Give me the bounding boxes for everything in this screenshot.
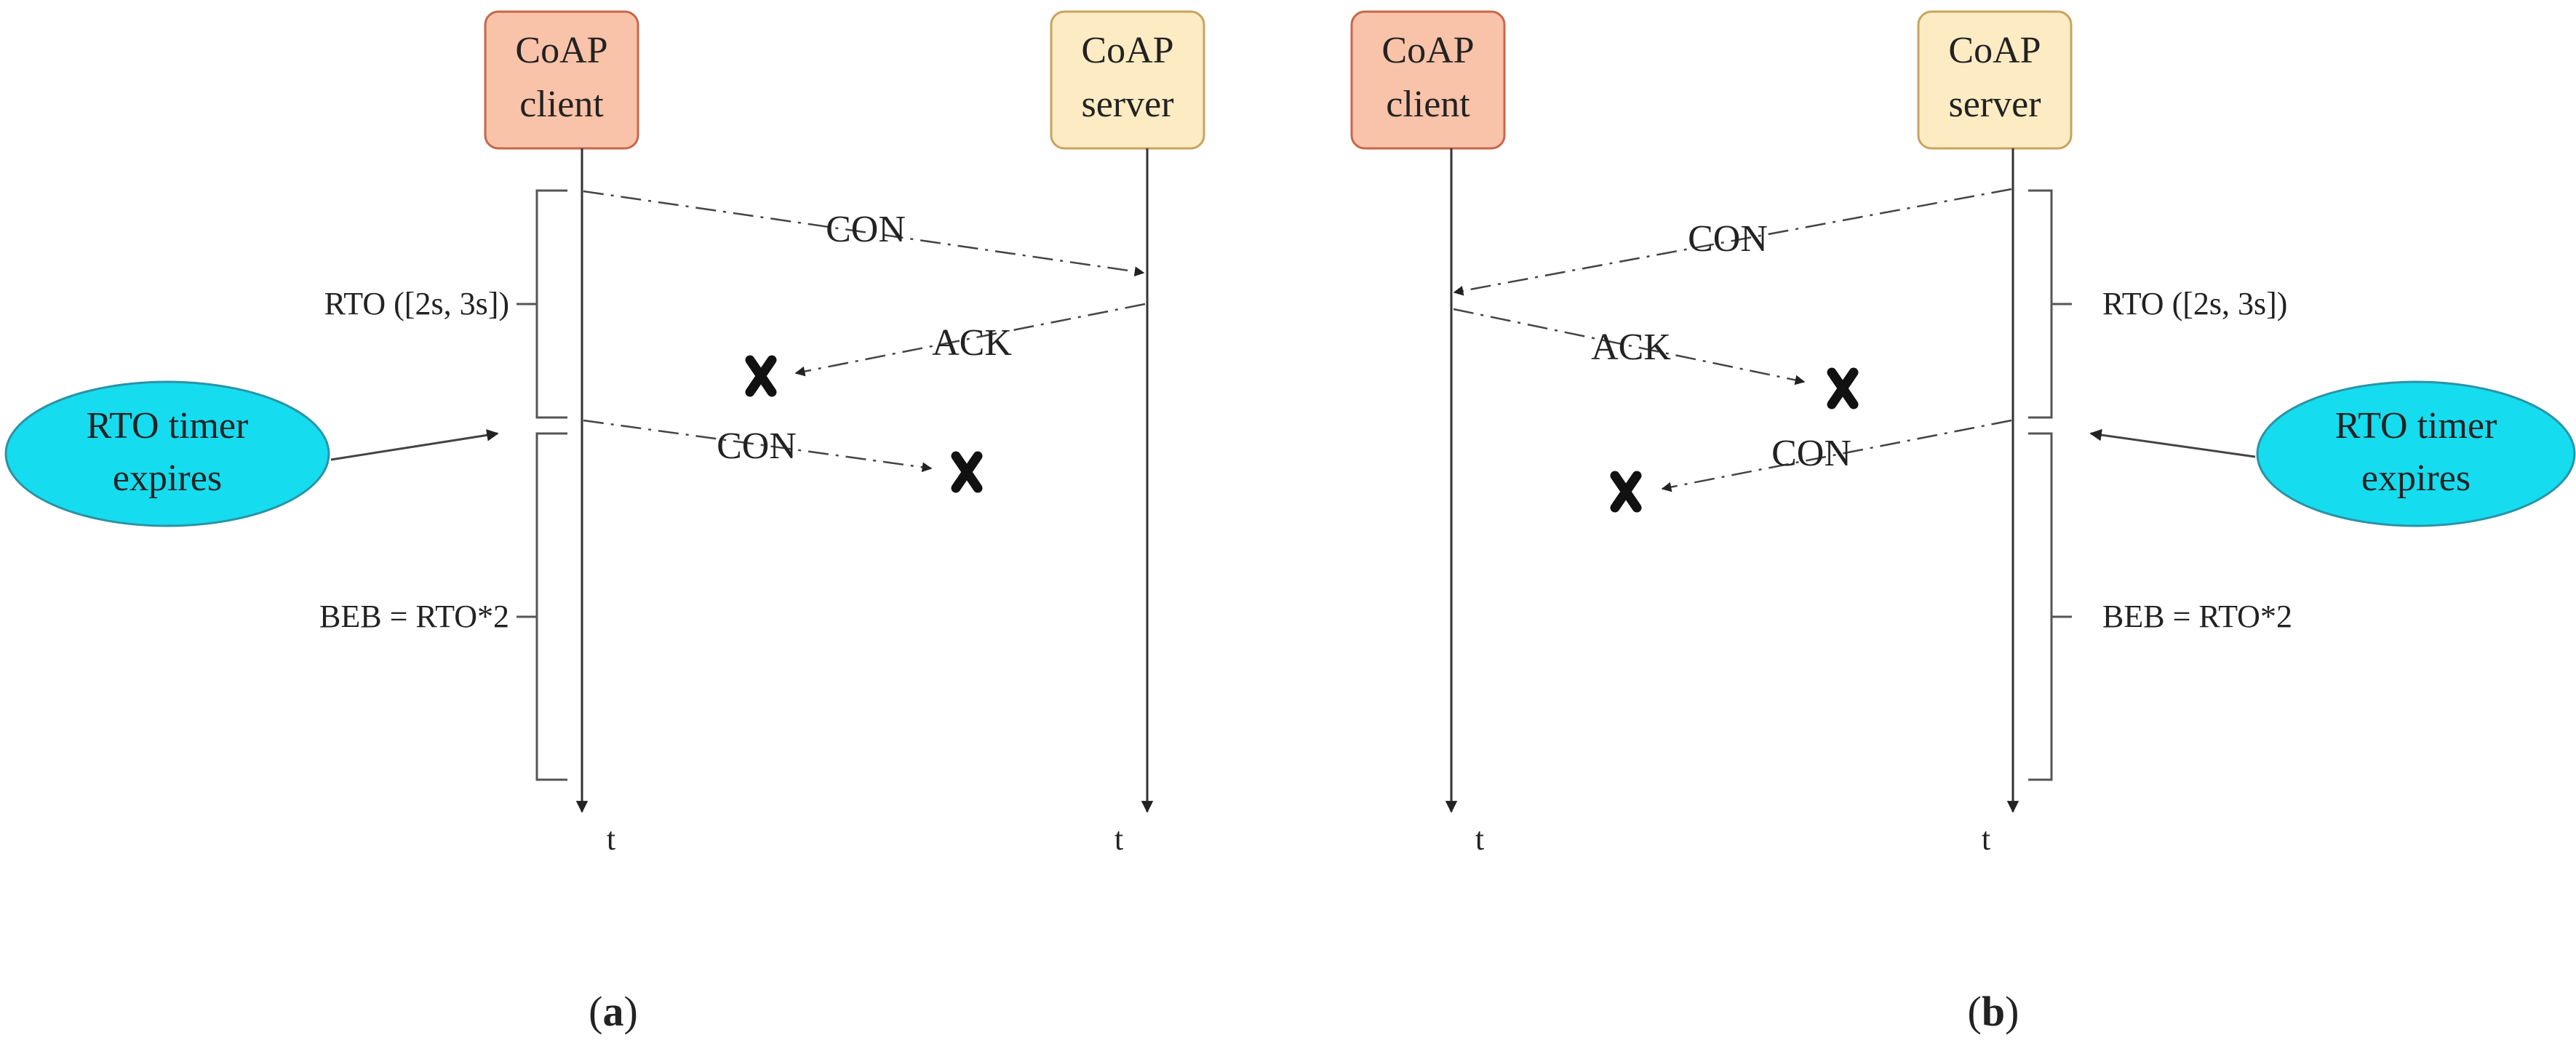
client-label-a-line1: CoAP bbox=[515, 30, 607, 71]
client-label-b-line2: client bbox=[1386, 84, 1470, 125]
con-label-b-2: CON bbox=[1771, 433, 1851, 474]
caption-b: (b) bbox=[1968, 988, 2019, 1035]
ack-label-a: ACK bbox=[932, 322, 1012, 364]
rto-timer-pointer-b bbox=[2089, 428, 2256, 458]
server-label-a-line2: server bbox=[1081, 84, 1173, 125]
server-box-b bbox=[1917, 10, 2073, 150]
rto-timer-label-a-line2: expires bbox=[113, 457, 222, 499]
client-box-b bbox=[1350, 10, 1506, 150]
beb-bracket-a bbox=[535, 432, 567, 781]
con-label-b-1: CON bbox=[1688, 218, 1768, 260]
rto-timer-callout-b bbox=[2256, 380, 2576, 527]
rto-timer-label-a-line1: RTO timer bbox=[87, 405, 249, 447]
time-label-client-a: t bbox=[607, 821, 615, 857]
rto-bracket-b bbox=[2028, 189, 2053, 419]
rto-timer-pointer-a bbox=[330, 429, 499, 461]
server-label-b-line2: server bbox=[1948, 84, 2041, 125]
time-label-client-b: t bbox=[1475, 821, 1484, 857]
rto-label-a: RTO ([2s, 3s]) bbox=[324, 286, 509, 321]
beb-label-b: BEB = RTO*2 bbox=[2102, 599, 2292, 634]
con-message-a-2 bbox=[583, 419, 933, 473]
ack-label-b: ACK bbox=[1591, 327, 1671, 368]
rto-timer-label-b-line2: expires bbox=[2361, 457, 2471, 499]
beb-bracket-b bbox=[2028, 432, 2053, 781]
caption-a: (a) bbox=[589, 988, 638, 1035]
client-label-b-line1: CoAP bbox=[1381, 30, 1474, 71]
con-label-a-2: CON bbox=[717, 425, 797, 467]
panel-b: CoAP client CoAP server t t RTO ([2s, 3s… bbox=[1350, 10, 2576, 1035]
time-label-server-a: t bbox=[1114, 821, 1123, 857]
client-label-a-line2: client bbox=[519, 84, 604, 125]
beb-label-a: BEB = RTO*2 bbox=[319, 599, 509, 634]
con-message-b-1 bbox=[1453, 188, 2012, 296]
client-box-a bbox=[484, 10, 639, 150]
rto-bracket-a bbox=[535, 189, 567, 419]
con-label-a-1: CON bbox=[826, 209, 906, 250]
rto-timer-callout-a bbox=[4, 380, 330, 527]
server-label-a-line1: CoAP bbox=[1081, 30, 1173, 71]
lost-con-x-icon-a bbox=[951, 451, 983, 493]
rto-timer-label-b-line1: RTO timer bbox=[2335, 405, 2497, 447]
panel-a: CoAP client CoAP server t t RTO ([2s, 3s… bbox=[4, 10, 1205, 1035]
rto-label-b: RTO ([2s, 3s]) bbox=[2102, 286, 2287, 321]
ack-message-b bbox=[1453, 308, 1806, 385]
lost-ack-x-icon-a bbox=[745, 355, 777, 397]
server-label-b-line1: CoAP bbox=[1948, 30, 2041, 71]
con-message-a-1 bbox=[583, 190, 1145, 277]
time-label-server-b: t bbox=[1982, 821, 1990, 857]
lost-con-x-icon-b bbox=[1610, 471, 1642, 513]
lost-ack-x-icon-b bbox=[1827, 367, 1859, 409]
server-box-a bbox=[1050, 10, 1205, 150]
